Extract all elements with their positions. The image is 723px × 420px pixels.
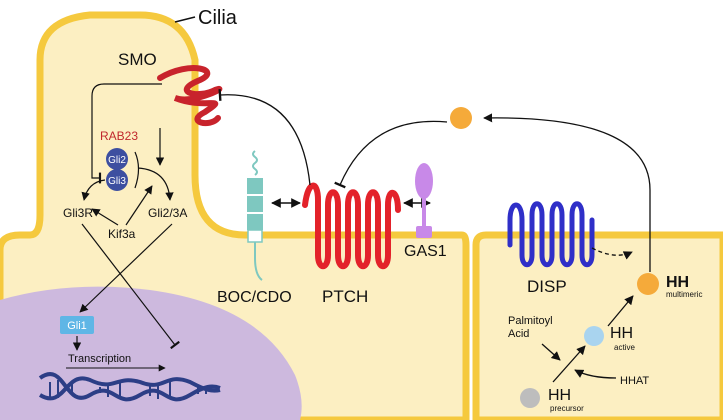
palmitoyl-to-hh-arrow — [541, 343, 561, 361]
gli1-box — [60, 316, 94, 334]
palmitoyl-label: Palmitoyl — [508, 315, 553, 327]
gli3-to-gli3r-arrow — [81, 179, 106, 201]
hh-precursor-circle — [520, 388, 540, 408]
boc-cdo-receptor — [247, 150, 263, 281]
smo-label: SMO — [118, 50, 157, 69]
disp-label: DISP — [527, 277, 567, 296]
hh-multimeric-label: HH — [666, 274, 689, 291]
kif3a-label: Kif3a — [108, 227, 136, 241]
gli3-circle — [106, 169, 128, 191]
ptch-inhibit-smo — [218, 89, 311, 186]
hh-multimeric-circle — [637, 273, 659, 295]
ptch-label: PTCH — [322, 287, 368, 306]
hhat-to-hh-arrow — [574, 369, 617, 379]
gli23a-to-gli1-arrow — [79, 223, 173, 313]
hh-secretion-arrow — [483, 113, 651, 272]
kif3a-to-gli3r-arrow — [91, 208, 119, 226]
right-cell-cytoplasm — [472, 231, 723, 420]
hh-active-label: HH — [610, 325, 633, 342]
hhat-label: HHAT — [620, 375, 649, 387]
disp-receptor — [507, 201, 595, 268]
gli-complex-bracket — [134, 151, 140, 189]
hh-precursor-label: HH — [548, 387, 571, 404]
acid-label: Acid — [508, 328, 529, 340]
boc-cdo-label: BOC/CDO — [217, 289, 292, 306]
cilia-label: Cilia — [198, 7, 238, 29]
cilia-pointer-line — [174, 16, 196, 23]
smo-receptor — [157, 65, 223, 127]
gli-to-gli23a-arrow — [137, 167, 174, 201]
kif3a-to-gli-arrow — [125, 185, 153, 226]
disp-to-hh-dashed-arrow — [591, 247, 633, 260]
hh-ligand-circle — [450, 107, 472, 129]
gli1-label: Gli1 — [67, 320, 87, 332]
transcription-label: Transcription — [68, 353, 131, 365]
gli23a-label: Gli2/3A — [148, 206, 187, 220]
hh-multimeric-sublabel: multimeric — [666, 290, 702, 299]
hh-precursor-sublabel: precursor — [550, 404, 584, 413]
gli3-label: Gli3 — [108, 176, 126, 187]
gas1-label: GAS1 — [404, 243, 447, 260]
ptch-receptor — [302, 182, 401, 270]
rab23-label: RAB23 — [100, 129, 138, 143]
gli3r-inhibit-transcription — [81, 223, 180, 350]
precursor-to-active-arrow — [552, 345, 586, 383]
hh-active-circle — [584, 326, 604, 346]
smo-inhibit-gli3-arrow — [91, 83, 162, 184]
gli2-circle — [106, 148, 128, 170]
gas1-receptor — [415, 163, 433, 238]
active-to-multimeric-arrow — [607, 295, 634, 327]
hh-inhibit-ptch — [334, 120, 448, 189]
hh-active-sublabel: active — [614, 343, 635, 352]
gli3r-label: Gli3R — [63, 206, 93, 220]
gli2-label: Gli2 — [108, 155, 126, 166]
dna-helix — [38, 372, 221, 402]
